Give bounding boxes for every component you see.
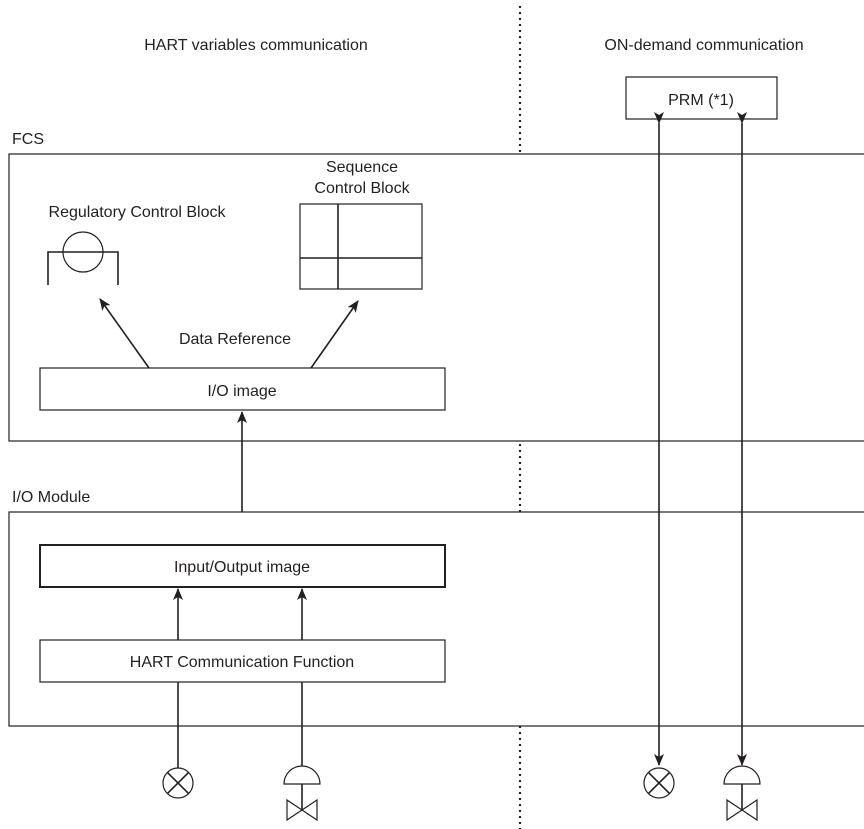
prm-box [625,76,778,120]
data-reference-arrow-right [310,300,359,369]
fcs-label: FCS [12,131,44,148]
control-valve-icon [283,765,321,822]
io-module-label: I/O Module [12,489,90,506]
io-image-box [39,367,446,411]
data-reference-label: Data Reference [179,331,291,348]
input-output-image-label: Input/Output image [174,559,310,576]
right-column-title: ON-demand communication [604,37,803,54]
flow-transmitter-icon [162,767,194,799]
regulatory-control-block-icon [47,231,119,285]
flow-transmitter-icon [643,767,675,799]
sequence-control-block-label-2: Control Block [314,180,410,197]
control-valve-icon [723,765,761,822]
data-reference-arrow-left [99,298,150,369]
left-column-title: HART variables communication [144,37,368,54]
hart-communication-function-label: HART Communication Function [130,654,354,671]
sequence-control-block-label-1: Sequence [326,159,398,176]
io-image-label: I/O image [207,383,276,400]
regulatory-control-block-label: Regulatory Control Block [49,204,227,221]
sequence-control-block-icon [299,203,423,290]
hart-communication-function-box [39,639,446,683]
prm-label: PRM (*1) [668,92,734,109]
input-output-image-box [39,544,446,588]
